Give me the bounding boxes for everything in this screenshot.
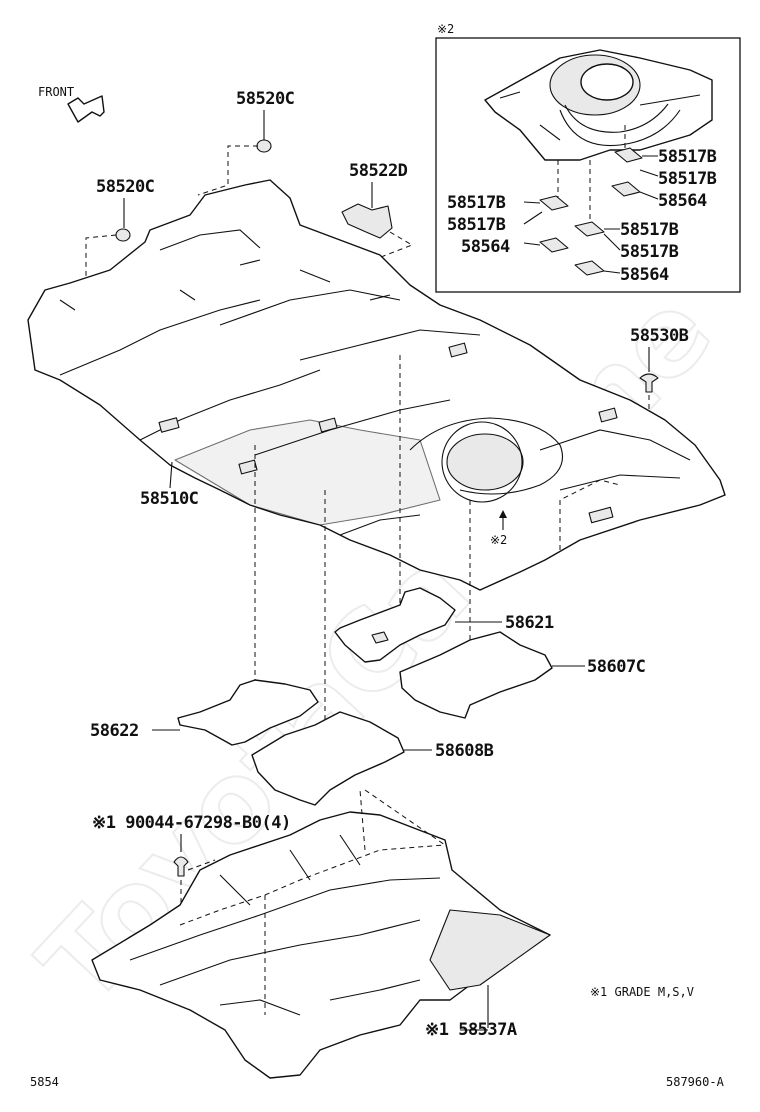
label-58510c: 58510C <box>140 489 198 509</box>
silencer-58622: 58622 <box>90 679 319 746</box>
label-58622: 58622 <box>90 721 139 741</box>
silencer-58537a: ※1 58537A <box>91 789 551 1079</box>
front-arrow-icon <box>67 95 105 123</box>
label-58537a: ※1 58537A <box>425 1020 517 1040</box>
silencer-58621: 58621 <box>334 587 554 663</box>
label-58522d: 58522D <box>349 161 408 181</box>
silencer-58608b: 58608B <box>251 711 494 806</box>
label-58608b: 58608B <box>435 741 494 761</box>
inset-label-58517b-5: 58517B <box>620 220 679 240</box>
inset-label-58517b-4: 58517B <box>447 215 506 235</box>
inset-label-58564-2: 58564 <box>461 237 510 257</box>
floor-callout-marker: ※2 <box>490 533 507 547</box>
inset-label-58517b-3: 58517B <box>447 193 506 213</box>
label-90044: ※1 90044-67298-B0(4) <box>92 813 291 833</box>
inset-label-58517b-1: 58517B <box>658 147 717 167</box>
label-58520c-top: 58520C <box>236 89 294 109</box>
silencer-58607c: 58607C <box>399 631 646 719</box>
inset-label-58517b-6: 58517B <box>620 242 679 262</box>
footer-left-code: 5854 <box>30 1075 59 1089</box>
grade-note: ※1 GRADE M,S,V <box>590 985 694 999</box>
clip-58520c-top: 58520C <box>197 89 295 196</box>
inset-marker: ※2 <box>437 22 454 36</box>
inset-label-58564-1: 58564 <box>658 191 707 211</box>
floor-carpet-58510c: ※2 58510C <box>27 179 726 760</box>
footer-right-code: 587960-A <box>666 1075 725 1089</box>
inset-label-58517b-2: 58517B <box>658 169 717 189</box>
front-indicator: FRONT <box>38 85 105 123</box>
front-label: FRONT <box>38 85 74 99</box>
clip-58530b: 58530B <box>630 326 689 500</box>
clip-90044: ※1 90044-67298-B0(4) <box>92 813 291 950</box>
bracket-58522d: 58522D <box>341 161 414 279</box>
inset-detail: ※2 58517B 58517B 58564 58517B 58517B 585… <box>435 22 741 293</box>
inset-label-58564-3: 58564 <box>620 265 669 285</box>
label-58530b: 58530B <box>630 326 689 346</box>
label-58520c-left: 58520C <box>96 177 154 197</box>
label-58607c: 58607C <box>587 657 645 677</box>
clip-58520c-left: 58520C <box>71 177 155 296</box>
label-58621: 58621 <box>505 613 554 633</box>
